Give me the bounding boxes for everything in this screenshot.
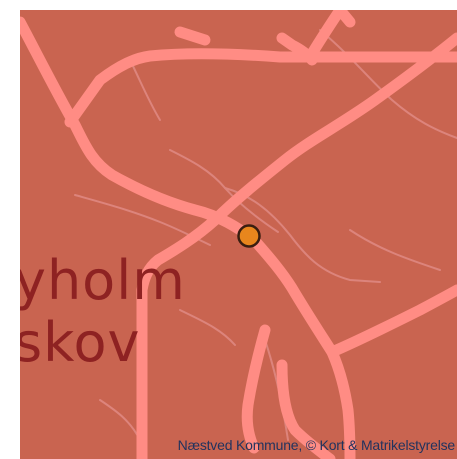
major-road bbox=[334, 10, 356, 28]
map-canvas[interactable] bbox=[20, 10, 457, 459]
place-name-label: yholm bbox=[20, 249, 186, 312]
major-road bbox=[326, 284, 457, 358]
location-dot-icon[interactable] bbox=[236, 223, 262, 249]
minor-road bbox=[349, 229, 441, 271]
major-road bbox=[276, 32, 318, 66]
major-road bbox=[276, 359, 336, 459]
place-name-label: skov bbox=[20, 311, 141, 374]
map-attribution: Næstved Kommune, © Kort & Matrikelstyrel… bbox=[177, 437, 456, 453]
major-roads bbox=[20, 10, 457, 459]
major-road bbox=[241, 324, 271, 454]
minor-road bbox=[319, 29, 457, 139]
major-road bbox=[136, 32, 457, 459]
major-road bbox=[174, 26, 211, 46]
map-view[interactable]: yholm skov Næstved Kommune, © Kort & Mat… bbox=[20, 10, 457, 459]
minor-road bbox=[179, 309, 236, 346]
major-road bbox=[64, 10, 346, 128]
